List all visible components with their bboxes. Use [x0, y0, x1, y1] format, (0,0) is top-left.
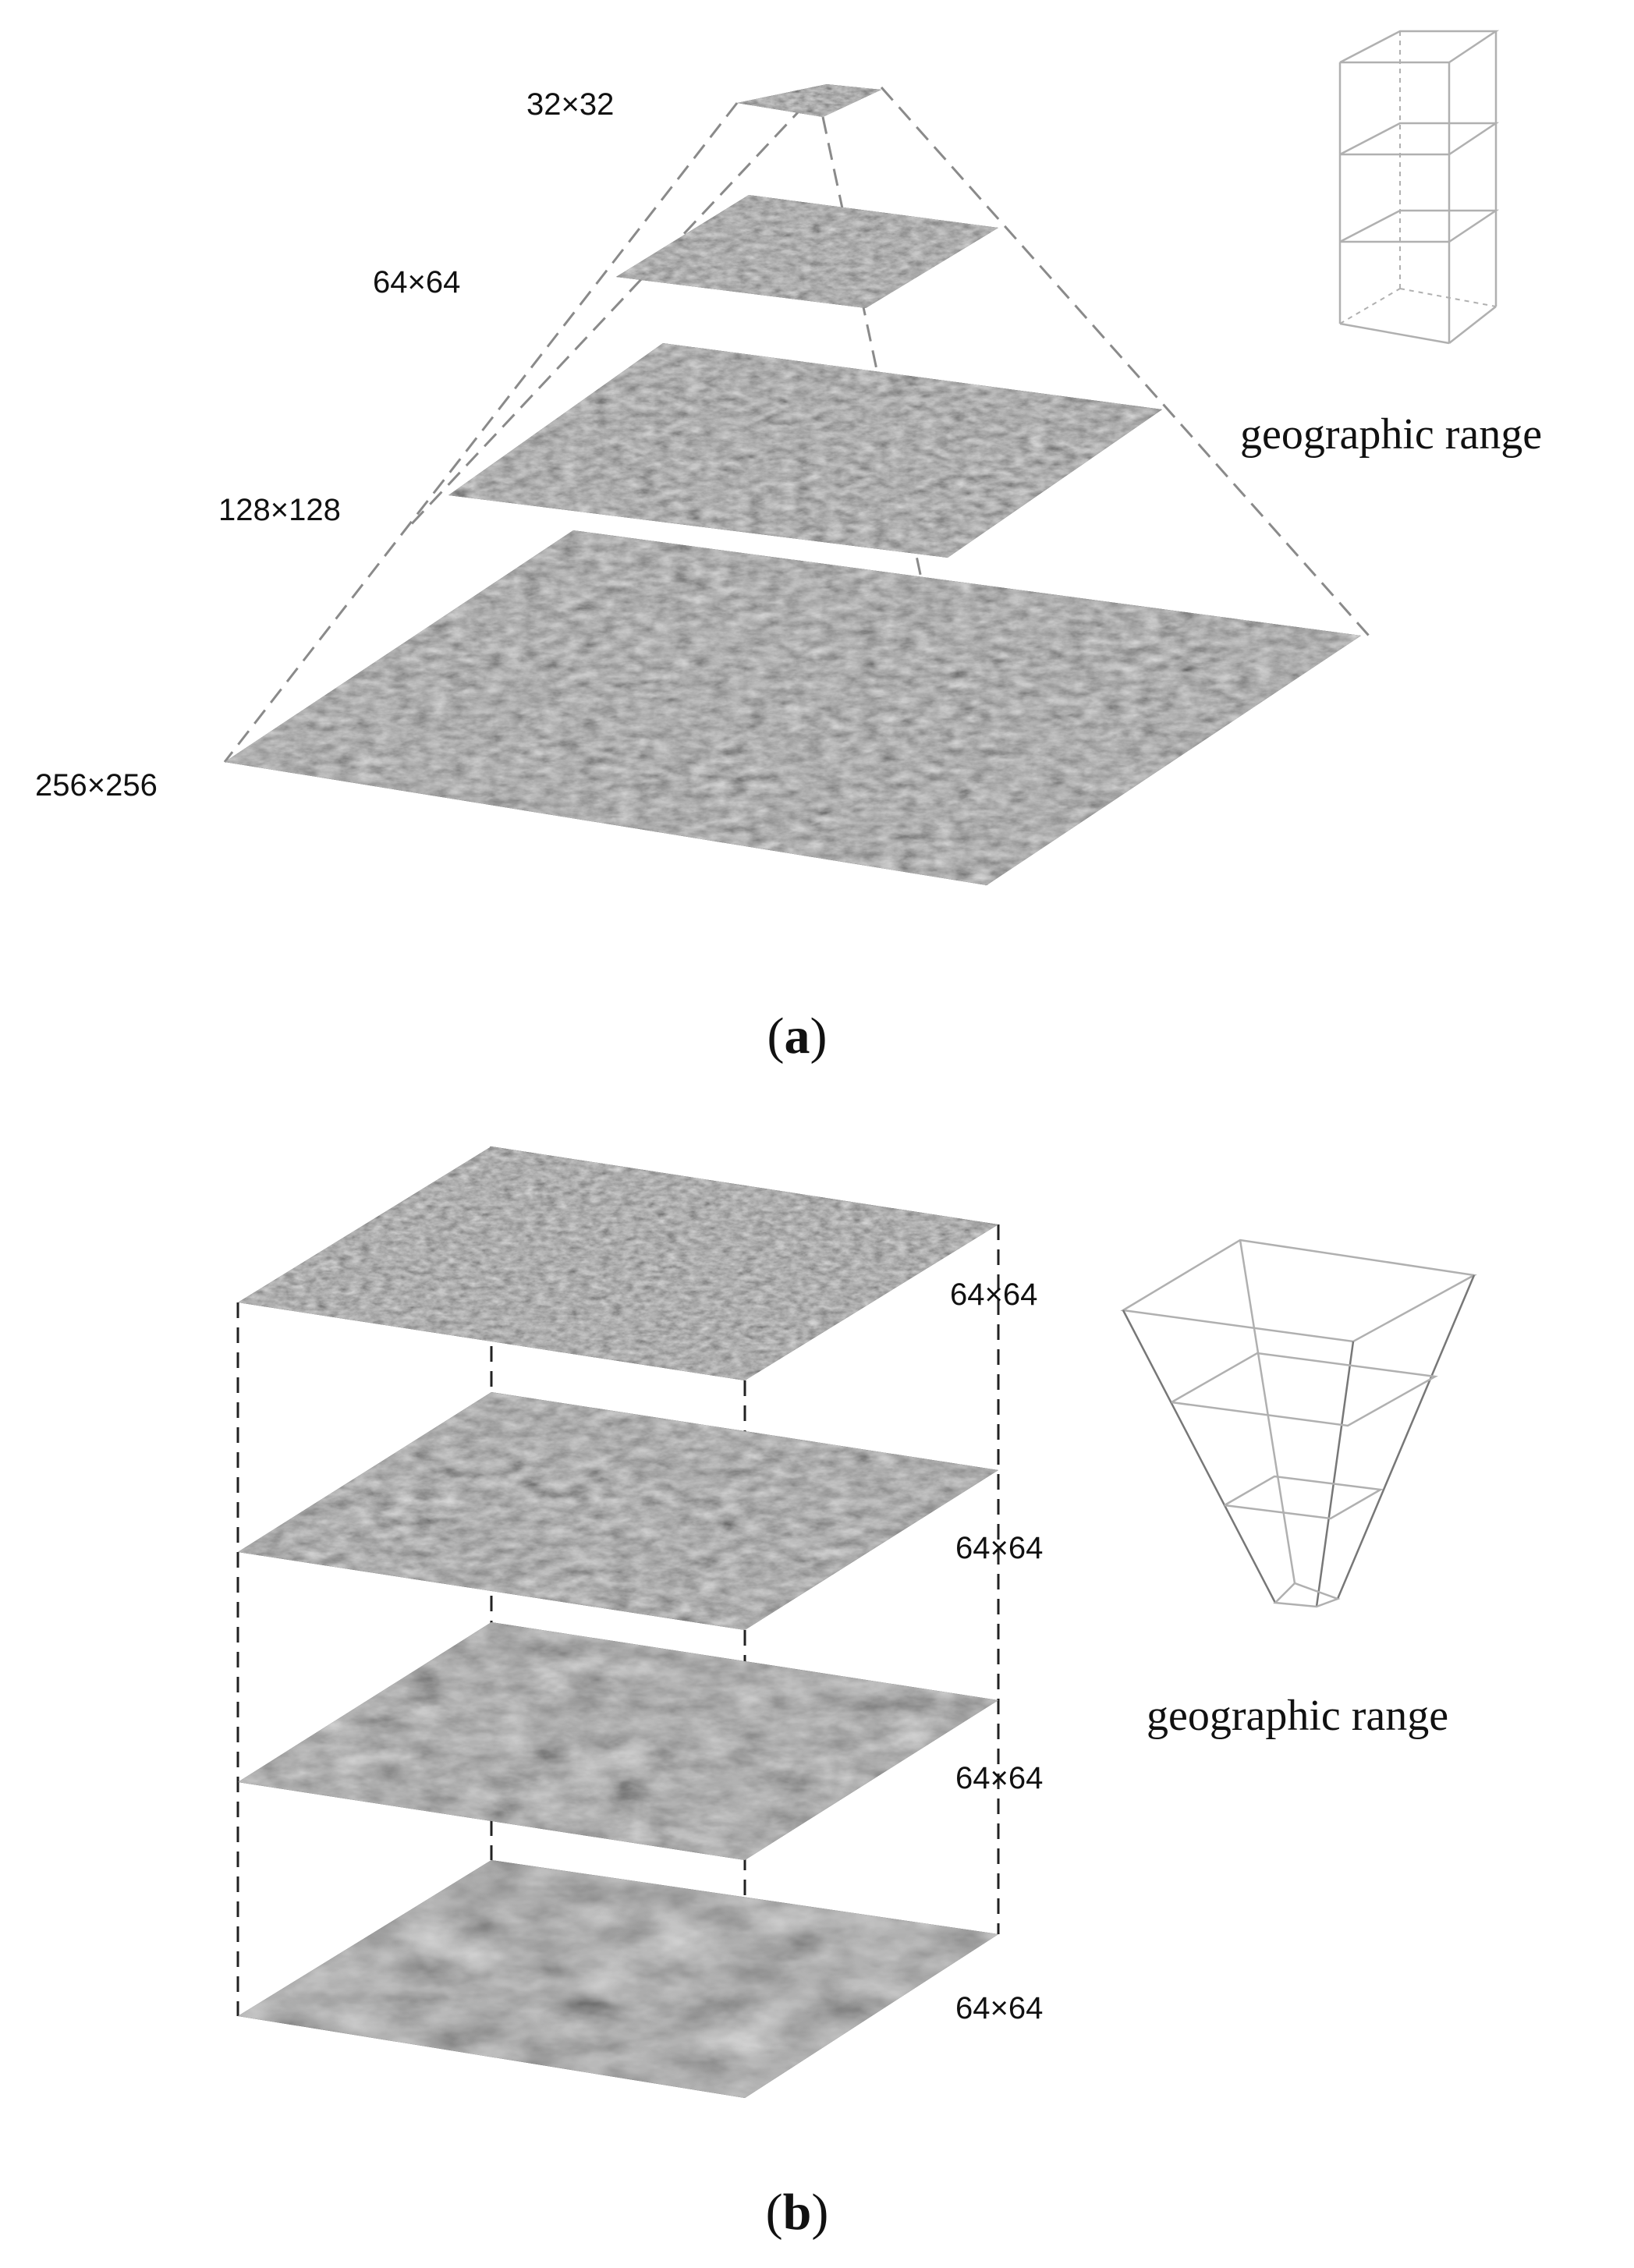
stack-label-1: 64×64 [950, 1278, 1037, 1312]
pyramid-guide-right [880, 87, 1370, 636]
pyramid-guide-left [223, 102, 739, 763]
geographic-range-label-b: geographic range [1147, 1692, 1448, 1740]
stack-layer-1 [238, 1146, 998, 1380]
pyramid-layer-256 [225, 530, 1361, 885]
layer-texture [238, 1392, 998, 1630]
frustum-slice [1224, 1475, 1384, 1520]
stack-label-2: 64×64 [955, 1531, 1043, 1565]
geographic-range-label-a: geographic range [1240, 410, 1542, 459]
pyramid-layer-32 [737, 84, 881, 117]
layer-label-64: 64×64 [373, 265, 460, 299]
prism-bottom-edge [1339, 322, 1450, 345]
caption-a: (a) [767, 1008, 828, 1065]
caption-a-letter: a [785, 1008, 810, 1065]
layer-texture [238, 1622, 998, 1860]
prism-bottom-edge [1448, 306, 1497, 344]
stack-layer-3 [238, 1622, 998, 1860]
pyramid-layer-64 [616, 195, 998, 308]
frustum-edge [1122, 1309, 1277, 1604]
layer-label-256: 256×256 [35, 768, 158, 803]
caption-b: (b) [766, 2184, 829, 2241]
pyramid-guide-back-left [404, 84, 824, 532]
prism-slice [1339, 122, 1500, 156]
geographic-range-frustum-icon [1120, 1239, 1477, 1608]
pyramid-guides [223, 84, 1370, 886]
geographic-range-prism-icon [1338, 30, 1500, 345]
layer-texture [225, 530, 1361, 885]
panel-b: 64×64 64×64 64×64 64×64 geographic range… [236, 1146, 1477, 2241]
layer-texture [616, 195, 998, 308]
frustum-edge-back [1239, 1239, 1296, 1584]
prism-bottom-edge-hidden [1399, 288, 1497, 307]
layer-texture [737, 84, 881, 117]
layer-texture [448, 343, 1162, 558]
stack-layer-4 [238, 1860, 998, 2098]
frustum-edge [1336, 1274, 1476, 1600]
prism-bottom-edge-hidden [1339, 288, 1401, 324]
prism-top-face [1339, 30, 1500, 64]
frustum-top-face [1120, 1239, 1477, 1343]
layer-label-32: 32×32 [526, 87, 614, 122]
panel-a: 32×32 64×64 128×128 256×256 geographic r… [35, 30, 1542, 1065]
frustum-slice [1171, 1352, 1438, 1427]
pyramid-layer-128 [448, 343, 1162, 558]
stack-label-3: 64×64 [955, 1761, 1043, 1795]
stack-label-4: 64×64 [955, 1991, 1043, 2025]
stack-layer-2 [238, 1392, 998, 1630]
layer-label-128: 128×128 [218, 493, 341, 527]
layer-texture [238, 1860, 998, 2098]
layer-texture [238, 1146, 998, 1380]
frustum-bottom-face [1273, 1582, 1341, 1608]
prism-slice [1339, 209, 1500, 243]
caption-b-letter: b [783, 2184, 812, 2241]
frustum-edge [1315, 1341, 1355, 1607]
